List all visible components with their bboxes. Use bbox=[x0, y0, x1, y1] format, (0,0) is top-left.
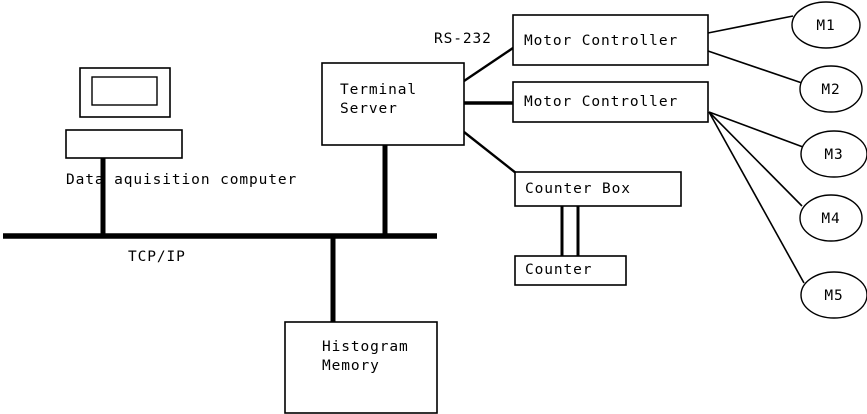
motor-node-m3[interactable]: M3 bbox=[800, 130, 867, 178]
connection-motor-controller-2-to-m4 bbox=[708, 111, 803, 207]
connection-motor-controller-1-to-m1 bbox=[707, 15, 794, 34]
terminal-server-label-line1: Terminal bbox=[340, 82, 417, 98]
motor-controller-2-node[interactable]: Motor Controller bbox=[512, 81, 709, 123]
connection-lines bbox=[100, 15, 805, 322]
motor-m5-label: M5 bbox=[824, 288, 843, 304]
motor-m1-label: M1 bbox=[816, 18, 835, 34]
motor-controller-2-box[interactable] bbox=[512, 81, 709, 123]
motor-m3-ellipse[interactable] bbox=[800, 130, 867, 178]
histogram-memory-label-line1: Histogram bbox=[322, 339, 409, 355]
connection-motor-controller-2-to-m5 bbox=[708, 111, 805, 284]
motor-m1-ellipse[interactable] bbox=[791, 1, 861, 49]
terminal-server-label-line2: Server bbox=[340, 101, 398, 117]
motor-node-m2[interactable]: M2 bbox=[799, 65, 863, 113]
motor-m2-ellipse[interactable] bbox=[799, 65, 863, 113]
counter-box-label: Counter Box bbox=[525, 181, 631, 197]
motor-node-m1[interactable]: M1 bbox=[791, 1, 861, 49]
histogram-memory-box[interactable] bbox=[284, 321, 438, 414]
counter-rect[interactable] bbox=[514, 255, 627, 286]
computer-base-unit bbox=[65, 129, 183, 159]
motor-node-m4[interactable]: M4 bbox=[799, 194, 863, 242]
monitor-screen bbox=[91, 76, 158, 106]
counter-box-node[interactable]: Counter Box bbox=[514, 171, 682, 207]
terminal-server-node[interactable]: Terminal Server bbox=[321, 62, 465, 146]
counter-label: Counter bbox=[525, 262, 592, 278]
motor-m4-ellipse[interactable] bbox=[799, 194, 863, 242]
connection-motor-controller-1-to-m2 bbox=[707, 50, 803, 84]
histogram-memory-node[interactable]: Histogram Memory bbox=[284, 321, 438, 414]
motor-nodes: M1 M2 M3 M4 M5 bbox=[791, 1, 867, 319]
motor-m3-label: M3 bbox=[824, 147, 843, 163]
connection-motor-controller-2-to-m3 bbox=[708, 111, 804, 148]
motor-m5-ellipse[interactable] bbox=[800, 271, 867, 319]
histogram-memory-label-line2: Memory bbox=[322, 358, 380, 374]
tcpip-bus-label: TCP/IP bbox=[128, 249, 186, 265]
motor-m4-label: M4 bbox=[821, 211, 840, 227]
counter-node[interactable]: Counter bbox=[514, 255, 627, 286]
counter-box-rect[interactable] bbox=[514, 171, 682, 207]
data-acquisition-computer[interactable]: Data aquisition computer bbox=[65, 67, 297, 188]
motor-controller-1-box[interactable] bbox=[512, 14, 709, 66]
data-acquisition-computer-label: Data aquisition computer bbox=[66, 172, 297, 188]
motor-controller-1-node[interactable]: Motor Controller bbox=[512, 14, 709, 66]
motor-node-m5[interactable]: M5 bbox=[800, 271, 867, 319]
motor-controller-2-label: Motor Controller bbox=[524, 94, 678, 110]
motor-m2-label: M2 bbox=[821, 82, 840, 98]
connection-terminal-server-to-counter-box bbox=[463, 131, 522, 178]
terminal-server-box[interactable] bbox=[321, 62, 465, 146]
rs232-annotation-label: RS-232 bbox=[434, 31, 492, 47]
motor-controller-1-label: Motor Controller bbox=[524, 33, 678, 49]
connection-terminal-server-to-motor-controller-1 bbox=[463, 47, 514, 82]
